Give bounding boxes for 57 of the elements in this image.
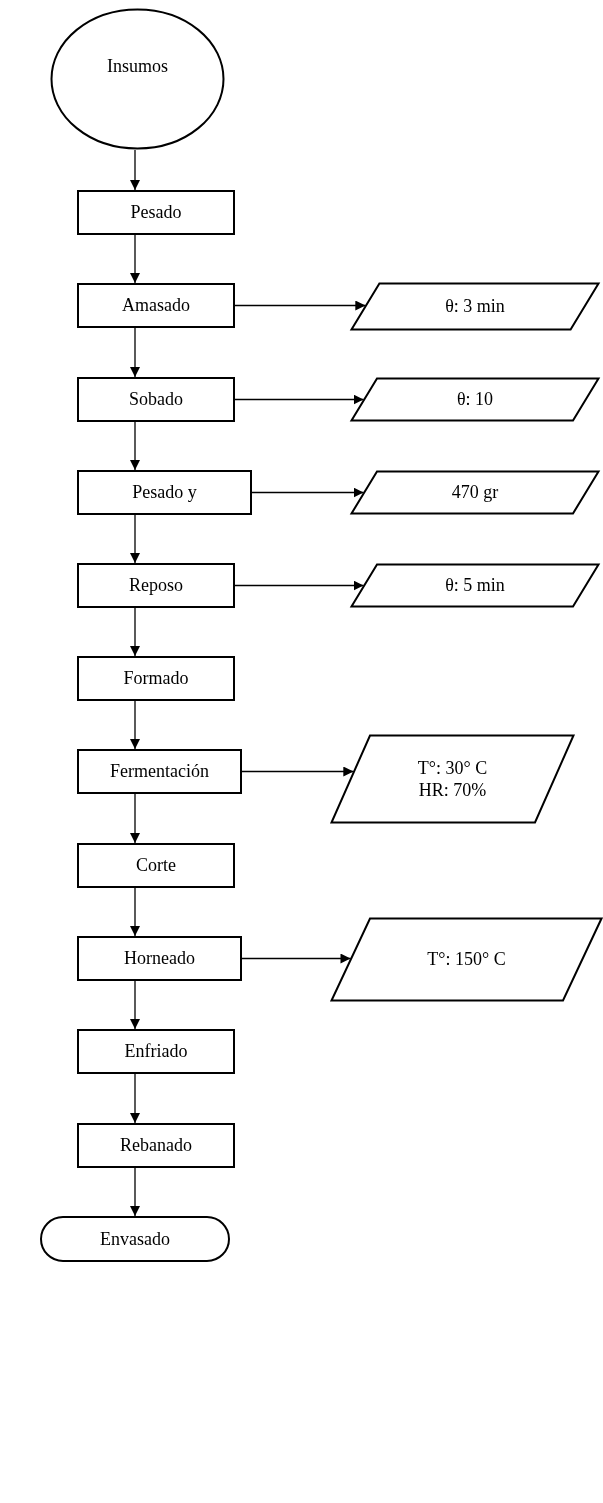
arrow xyxy=(130,700,140,750)
data-parallelogram xyxy=(330,917,603,1002)
arrow xyxy=(130,1073,140,1124)
step-label: Amasado xyxy=(122,294,190,317)
step-label: HR: 70% xyxy=(418,779,487,802)
process-box xyxy=(77,1123,235,1168)
arrow xyxy=(130,514,140,564)
process-box xyxy=(77,749,242,794)
data-parallelogram xyxy=(350,563,600,608)
arrow xyxy=(234,394,365,405)
step-label: Enfriado xyxy=(124,1040,188,1063)
arrow xyxy=(130,887,140,937)
arrow xyxy=(130,234,140,284)
process-box xyxy=(77,377,235,422)
data-parallelogram xyxy=(350,470,600,515)
arrow xyxy=(130,980,140,1030)
process-box xyxy=(77,656,235,701)
step-label: T°: 150° C xyxy=(427,948,506,971)
end-terminal xyxy=(40,1216,230,1262)
arrow xyxy=(234,580,365,591)
process-box xyxy=(77,470,252,515)
process-box xyxy=(77,936,242,981)
arrow xyxy=(130,607,140,657)
step-label: Insumos xyxy=(106,55,169,78)
arrow xyxy=(234,300,366,311)
arrow xyxy=(241,766,354,777)
step-label: T°: 30° C xyxy=(417,756,488,779)
data-parallelogram xyxy=(330,734,575,824)
step-label: Envasado xyxy=(100,1227,170,1251)
arrow xyxy=(130,1167,140,1217)
step-label: θ: 5 min xyxy=(445,574,505,597)
step-label: Sobado xyxy=(129,388,183,411)
arrow xyxy=(130,149,140,191)
step-label: θ: 10 xyxy=(456,388,494,411)
arrow xyxy=(251,487,365,498)
arrow xyxy=(241,953,352,964)
data-parallelogram xyxy=(350,377,600,422)
step-label: Fermentación xyxy=(110,760,209,783)
start-ellipse xyxy=(50,8,225,150)
step-label: θ: 3 min xyxy=(445,295,505,318)
step-label: Pesado y xyxy=(132,481,197,504)
step-label: 470 gr xyxy=(451,481,499,504)
data-parallelogram xyxy=(350,282,600,331)
process-box xyxy=(77,843,235,888)
step-label: Pesado xyxy=(130,201,182,224)
step-label: Reposo xyxy=(129,574,183,597)
process-box xyxy=(77,190,235,235)
process-box xyxy=(77,283,235,328)
arrow xyxy=(130,793,140,844)
process-box xyxy=(77,1029,235,1074)
step-label: Horneado xyxy=(124,947,195,970)
process-box xyxy=(77,563,235,608)
step-label: Rebanado xyxy=(120,1134,192,1157)
arrow xyxy=(130,327,140,378)
step-label: Formado xyxy=(123,667,189,690)
step-label: Corte xyxy=(136,854,176,877)
arrow xyxy=(130,421,140,471)
